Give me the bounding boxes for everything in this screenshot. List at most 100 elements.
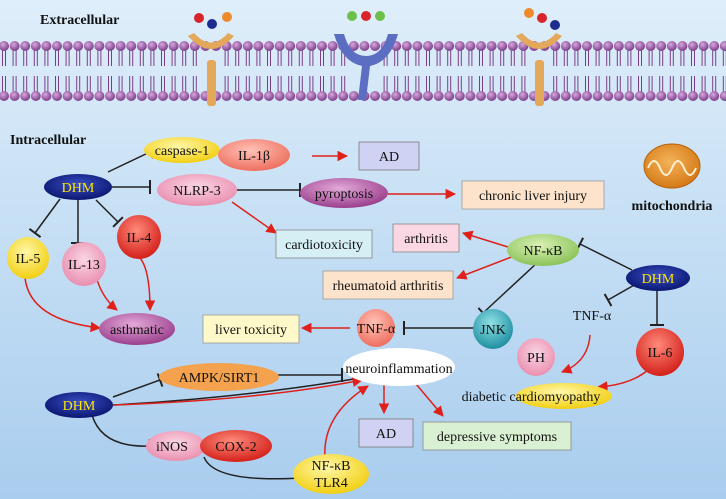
lipid-head (242, 91, 253, 101)
diabetic-cardiomyopathy-node: diabetic cardiomyopathy (462, 383, 612, 409)
il13-label: IL-13 (68, 258, 100, 273)
lipid-head (719, 41, 726, 51)
lipid-head (168, 41, 179, 51)
lipid-head (73, 91, 84, 101)
lipid-head (317, 91, 327, 101)
lipid-head (465, 41, 476, 51)
lipid-head (370, 41, 380, 51)
receptor-center (334, 34, 398, 100)
caspase1-label: caspase-1 (155, 144, 209, 159)
lipid-head (444, 91, 455, 101)
lipid-head (158, 91, 168, 101)
ligand-molecules (194, 8, 560, 30)
lipid-head (571, 41, 582, 51)
lipid-head (401, 91, 412, 101)
neuroinflammation-label: neuroinflammation (345, 362, 452, 377)
arrow-neuro-depressive (415, 383, 444, 417)
lipid-head (0, 91, 9, 101)
lipid-head (126, 41, 137, 51)
lipid-head (507, 41, 518, 51)
lipid-head (306, 91, 317, 101)
lipid-head (433, 41, 444, 51)
lipid-head (645, 91, 656, 101)
ph-node: PH (517, 338, 555, 376)
ad-top-label: AD (379, 150, 399, 165)
lipid-head (592, 91, 603, 101)
lipid-head (603, 91, 614, 101)
lipid-head (242, 41, 253, 51)
liver-toxicity-label: liver toxicity (215, 323, 287, 338)
nlrp3-label: NLRP-3 (173, 184, 220, 199)
lipid-head (719, 91, 726, 101)
cox2-label: COX-2 (215, 440, 256, 455)
lipid-head (264, 41, 274, 51)
lipid-head (0, 41, 9, 51)
lipid-head (52, 41, 62, 51)
lipid-head (253, 91, 264, 101)
lipid-head (136, 41, 147, 51)
lipid-head (274, 41, 285, 51)
inhibit-dhm-il4 (95, 199, 124, 228)
lipid-head (295, 41, 306, 51)
il13-node: IL-13 (62, 242, 106, 286)
inos-node: iNOS (146, 431, 206, 461)
lipid-head (635, 91, 645, 101)
lipid-head (264, 91, 274, 101)
lipid-head (412, 41, 423, 51)
il1b-node: IL-1β (218, 139, 290, 171)
lipid-head (444, 41, 455, 51)
arrow-nlrp3-cardiotox (231, 201, 277, 234)
inhibit-dhm-nfkb (575, 237, 633, 271)
receptor-left (188, 33, 234, 106)
lipid-head (285, 91, 296, 101)
arrow-tnfa-cardiomyopathy (561, 334, 591, 374)
lipid-head (465, 91, 476, 101)
il5-node: IL-5 (7, 237, 49, 279)
lipid-head (158, 41, 168, 51)
lipid-head (62, 41, 73, 51)
lipid-head (370, 91, 380, 101)
lipid-head (94, 41, 105, 51)
tnfa-right-label: TNF-α (573, 309, 612, 324)
lipid-head (105, 41, 115, 51)
lipid-head (147, 91, 158, 101)
lipid-head (454, 41, 465, 51)
lipid-head (497, 41, 508, 51)
lipid-head (317, 41, 327, 51)
lipid-head (20, 41, 31, 51)
arrow-il6-cardiomyopathy (596, 369, 649, 392)
inhibit-dhm-tnfa-right (603, 283, 637, 307)
lipid-head (476, 91, 486, 101)
lipid-head (603, 41, 614, 51)
lipid-head (179, 41, 190, 51)
inhibit-dhm-inos (91, 414, 152, 454)
lipid-head (613, 41, 624, 51)
lipid-head (285, 41, 296, 51)
lipid-head (592, 41, 603, 51)
lipid-head (20, 91, 31, 101)
lipid-head (709, 41, 720, 51)
dhm-node-right: DHM (626, 265, 690, 291)
asthmatic-label: asthmatic (110, 323, 164, 338)
dhm-node-bottom: DHM (45, 392, 113, 418)
lipid-head (105, 91, 115, 101)
dhm-top-label: DHM (62, 181, 95, 196)
ad-bottom-node: AD (358, 418, 414, 448)
rheumatoid-arthritis-label: rheumatoid arthritis (333, 279, 444, 294)
lipid-head (635, 41, 645, 51)
intracellular-label: Intracellular (10, 133, 86, 148)
nlrp3-node: NLRP-3 (157, 174, 237, 206)
lipid-head (9, 41, 20, 51)
caspase1-node: caspase-1 (144, 137, 220, 163)
ad-top-node: AD (358, 141, 420, 171)
depressive-symptoms-node: depressive symptoms (422, 421, 572, 451)
inos-label: iNOS (156, 440, 188, 455)
lipid-head (624, 91, 635, 101)
lipid-head (83, 41, 94, 51)
lipid-head (476, 41, 486, 51)
lipid-head (613, 91, 624, 101)
lipid-head (232, 91, 243, 101)
lipid-head (677, 41, 688, 51)
il4-node: IL-4 (117, 215, 161, 259)
lipid-head (295, 91, 306, 101)
